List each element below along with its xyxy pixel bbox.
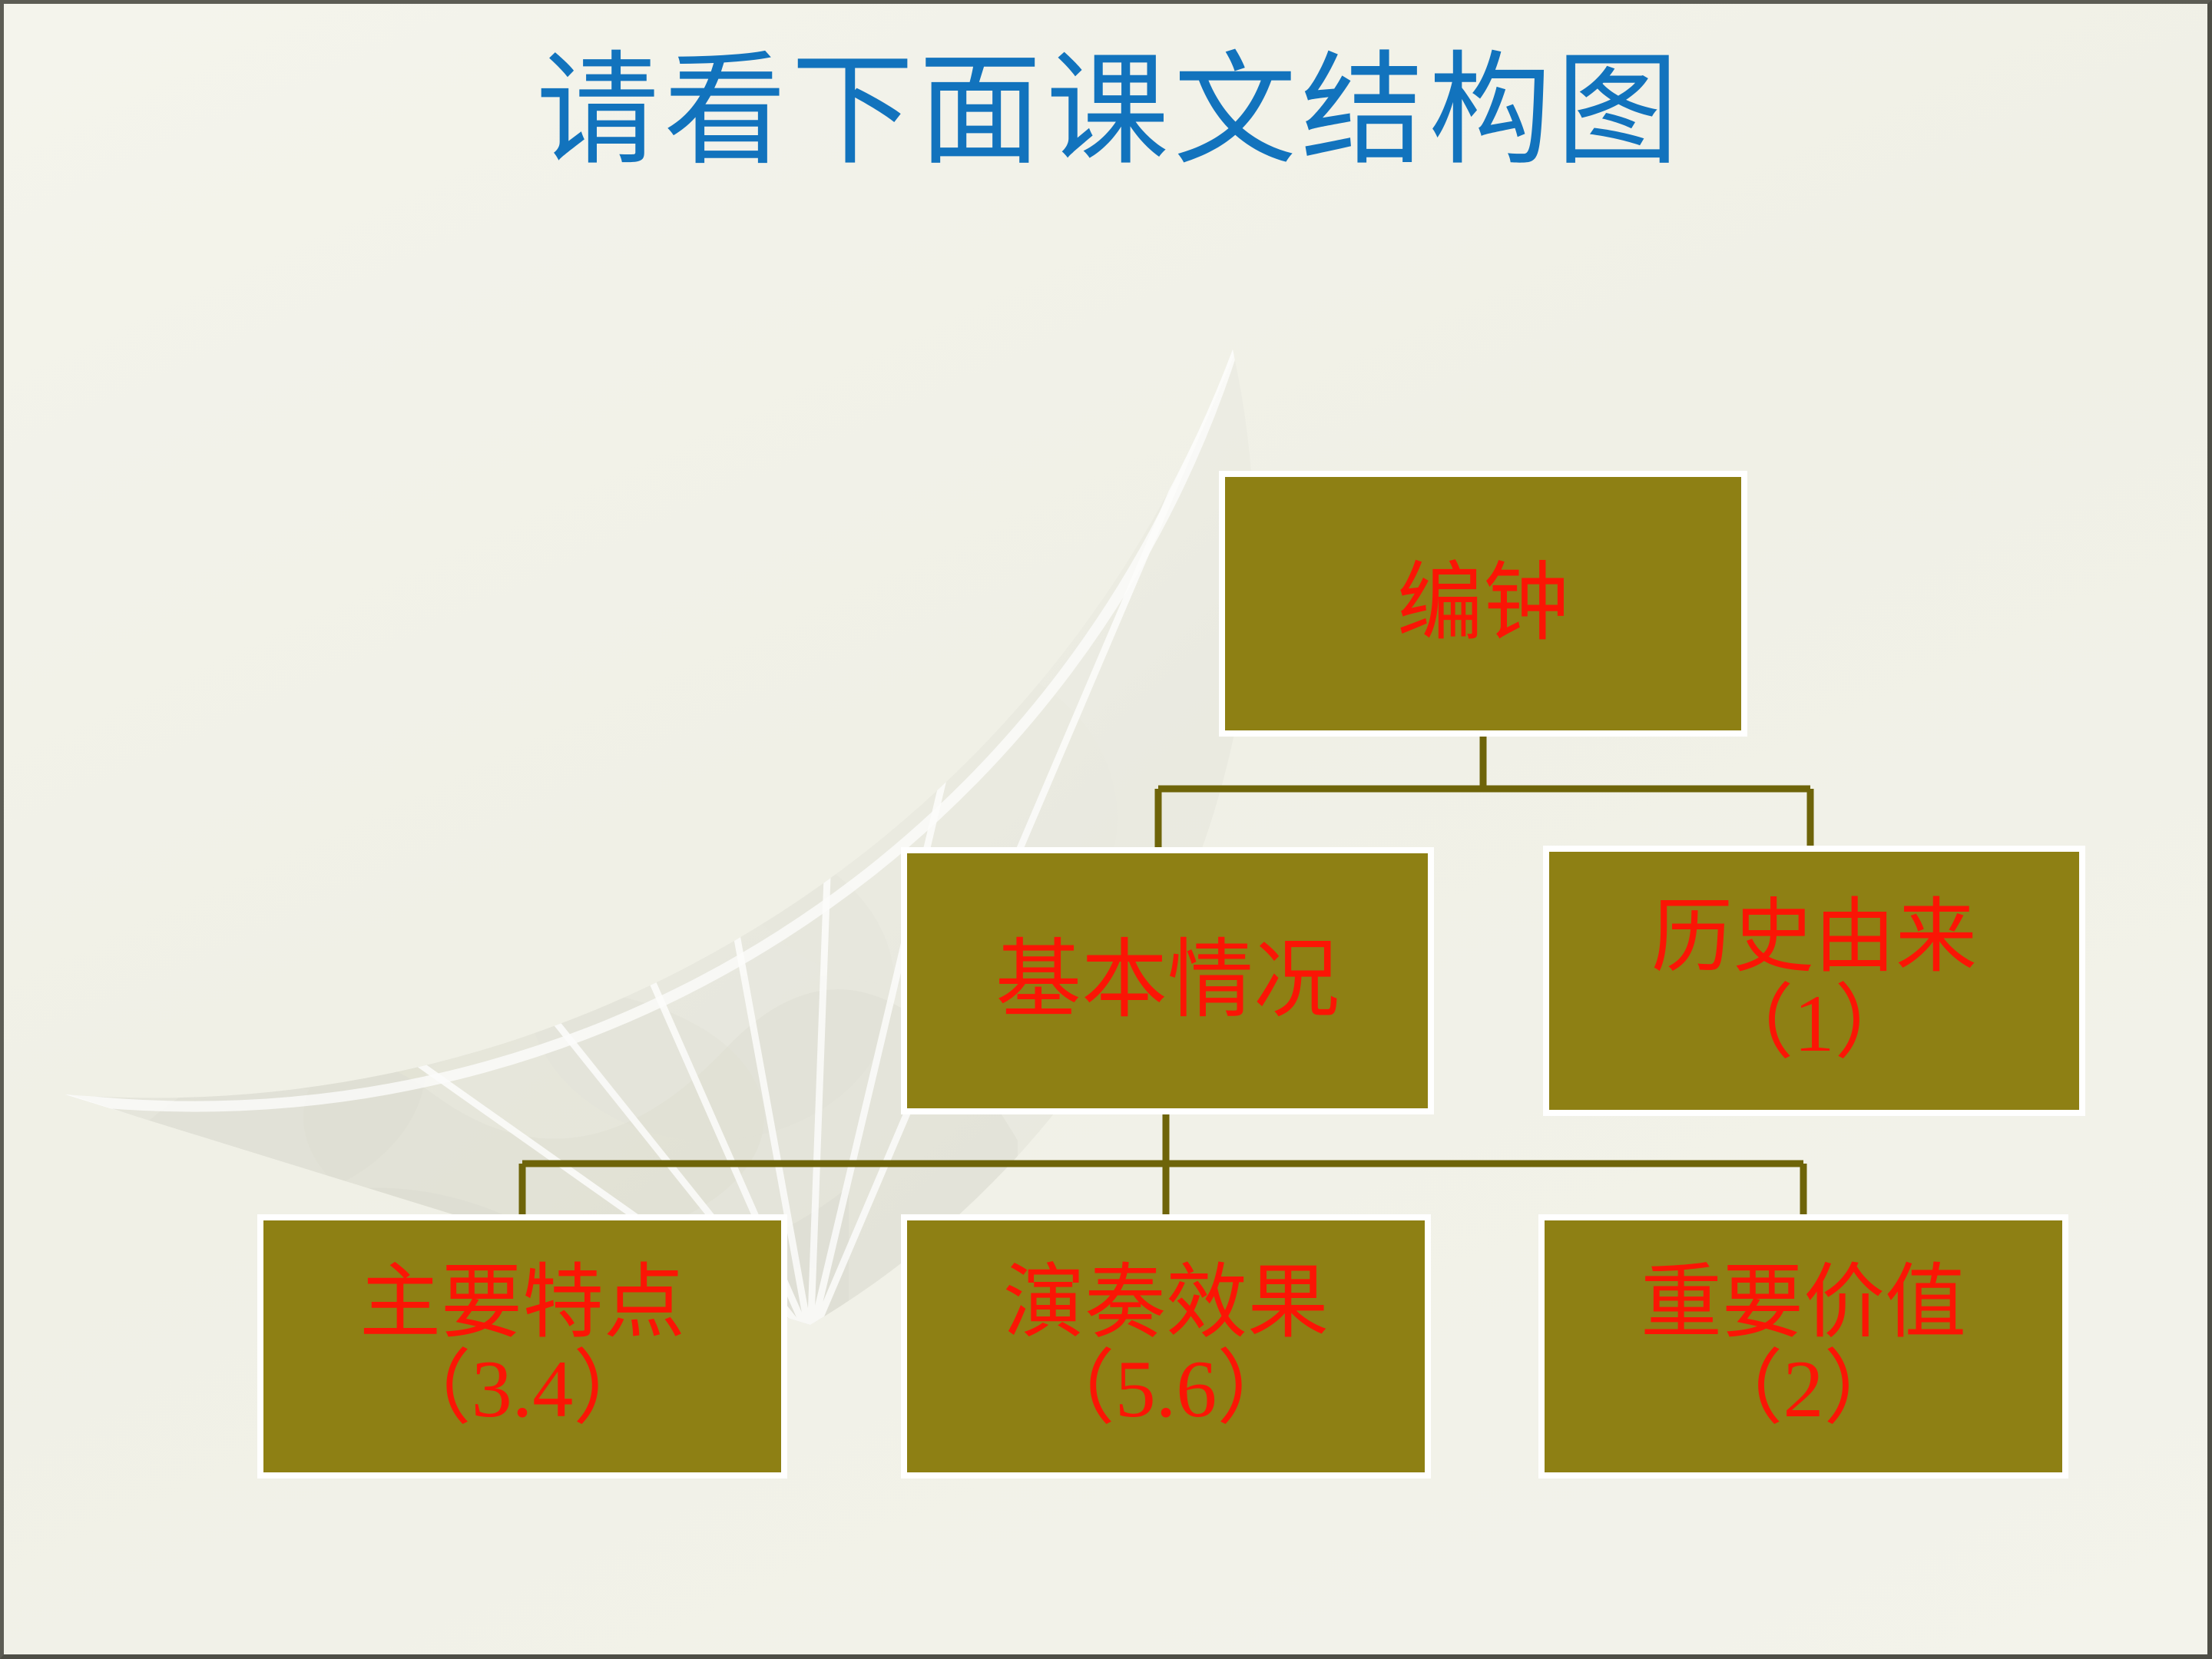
node-label-line1: 重要价值	[1641, 1257, 1966, 1348]
node-label-line2: （3.4）	[389, 1344, 655, 1434]
node-label-line1: 编钟	[1397, 555, 1569, 651]
node-bianzhong[interactable]: 编钟	[1219, 471, 1747, 737]
node-performance-effect[interactable]: 演奏效果 （5.6）	[901, 1214, 1431, 1479]
page-title: 请看下面课文结构图	[535, 43, 1684, 180]
node-important-value[interactable]: 重要价值 （2）	[1538, 1214, 2068, 1479]
node-basic-situation[interactable]: 基本情况	[901, 847, 1434, 1114]
node-historical-origin[interactable]: 历史由来 （1）	[1543, 846, 2085, 1116]
node-main-features[interactable]: 主要特点 （3.4）	[257, 1214, 787, 1479]
fan-watermark-icon	[65, 349, 1254, 1325]
node-label-line2: （5.6）	[1033, 1344, 1299, 1434]
node-label-line2: （2）	[1701, 1344, 1906, 1434]
node-label-line1: 主要特点	[359, 1257, 685, 1348]
node-label-line1: 历史由来	[1651, 892, 1977, 982]
node-label-line1: 基本情况	[995, 932, 1339, 1028]
node-label-line2: （1）	[1712, 979, 1916, 1068]
node-label-line1: 演奏效果	[1003, 1257, 1329, 1348]
